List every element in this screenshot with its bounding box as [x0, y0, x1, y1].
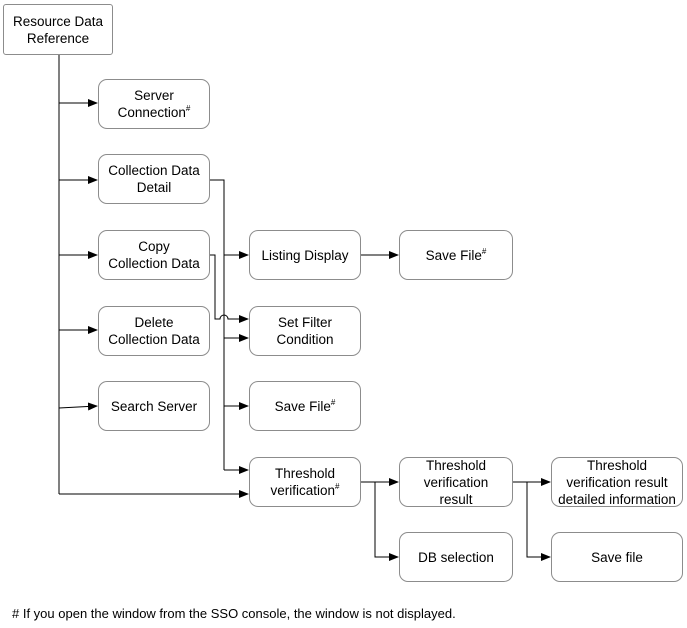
node-label: Resource Data: [12, 13, 104, 29]
node-threshold-verification[interactable]: Threshold verification#: [249, 457, 361, 507]
node-label: Listing Display: [261, 247, 349, 263]
node-label: Save File: [425, 247, 482, 263]
node-collection-data-detail[interactable]: Collection Data Detail: [98, 154, 210, 204]
node-db-selection[interactable]: DB selection: [399, 532, 513, 582]
node-label: result: [439, 491, 473, 507]
node-save-file-result[interactable]: Save file: [551, 532, 683, 582]
footnote-mark: #: [185, 104, 191, 113]
node-label: Threshold: [586, 457, 648, 473]
footnote-mark: #: [335, 482, 340, 491]
footnote-mark: #: [330, 397, 336, 407]
node-label: detailed information: [558, 491, 676, 507]
node-resource-data-reference[interactable]: Resource Data Reference: [3, 4, 113, 55]
node-listing-display[interactable]: Listing Display: [249, 230, 361, 280]
node-label: Collection Data: [108, 256, 200, 271]
node-label: Threshold: [425, 457, 487, 473]
node-label: Save File: [274, 398, 331, 414]
detail-bus: [209, 179, 225, 470]
copy-route: [209, 254, 249, 323]
node-label: Collection Data: [108, 163, 200, 178]
footnote-text: # If you open the window from the SSO co…: [12, 606, 456, 621]
node-threshold-verification-result[interactable]: Threshold verification result: [399, 457, 513, 507]
node-search-server[interactable]: Search Server: [98, 381, 210, 431]
node-label: Condition: [276, 332, 334, 347]
node-label: Collection Data: [108, 332, 200, 347]
edge-to-search-server: [58, 402, 98, 411]
node-label: Search Server: [110, 398, 198, 414]
node-label: Server: [134, 88, 174, 103]
node-save-file-main[interactable]: Save File#: [249, 381, 361, 431]
node-threshold-detailed-information[interactable]: Threshold verification result detailed i…: [551, 457, 683, 507]
node-set-filter-condition[interactable]: Set Filter Condition: [249, 306, 361, 356]
node-label: verification: [423, 474, 489, 490]
node-copy-collection-data[interactable]: Copy Collection Data: [98, 230, 210, 280]
node-label: Detail: [136, 180, 172, 195]
edge-result-to-save-file: [526, 482, 551, 561]
node-label: Set Filter: [277, 315, 332, 330]
node-save-file-listing[interactable]: Save File#: [399, 230, 513, 280]
node-label: Connection: [117, 105, 186, 120]
node-server-connection[interactable]: Server Connection#: [98, 79, 210, 129]
node-label: Save file: [591, 549, 643, 565]
node-label: DB selection: [418, 549, 494, 565]
node-label: Reference: [26, 30, 90, 46]
node-label: verification result: [566, 474, 668, 490]
node-label: Delete: [134, 315, 174, 330]
edge-threshold-to-db-selection: [374, 482, 399, 561]
footnote-mark: #: [481, 246, 487, 256]
node-delete-collection-data[interactable]: Delete Collection Data: [98, 306, 210, 356]
node-label: Threshold: [274, 466, 336, 481]
node-label: verification: [270, 483, 336, 498]
node-label: Copy: [138, 239, 170, 254]
